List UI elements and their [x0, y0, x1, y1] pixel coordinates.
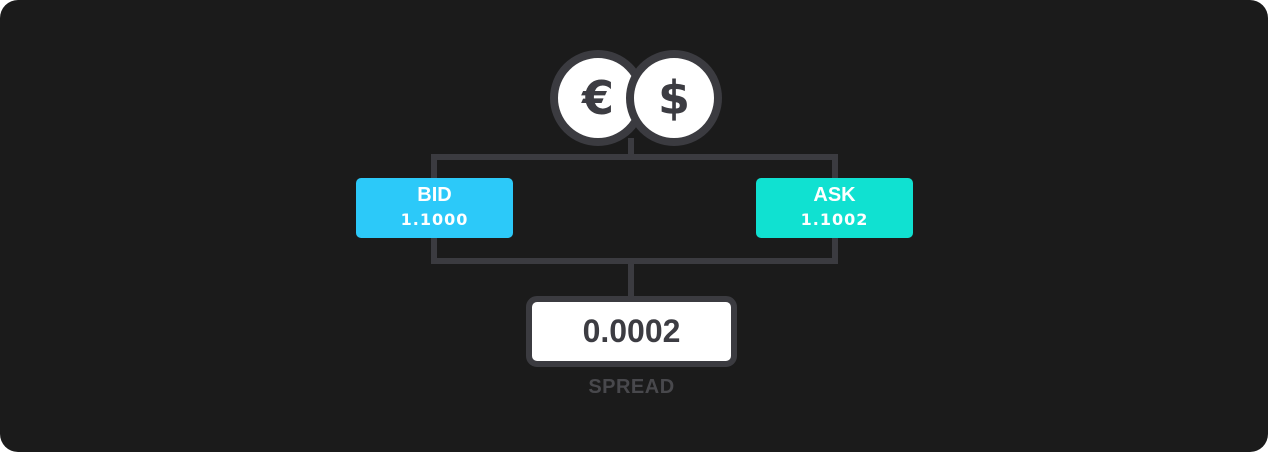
ask-label: ASK	[813, 184, 856, 206]
spread-box: 0.0002	[526, 296, 737, 367]
bid-price: 1.1000	[400, 210, 469, 229]
euro-icon: €	[581, 71, 614, 125]
dollar-icon: $	[657, 71, 690, 125]
ask-price: 1.1002	[800, 210, 869, 229]
dollar-coin: $	[626, 50, 722, 146]
spread-label: SPREAD	[588, 376, 675, 398]
spread-value: 0.0002	[582, 313, 681, 349]
ask-box: ASK 1.1002	[756, 178, 913, 238]
bid-box: BID 1.1000	[356, 178, 513, 238]
bid-label: BID	[417, 184, 452, 206]
